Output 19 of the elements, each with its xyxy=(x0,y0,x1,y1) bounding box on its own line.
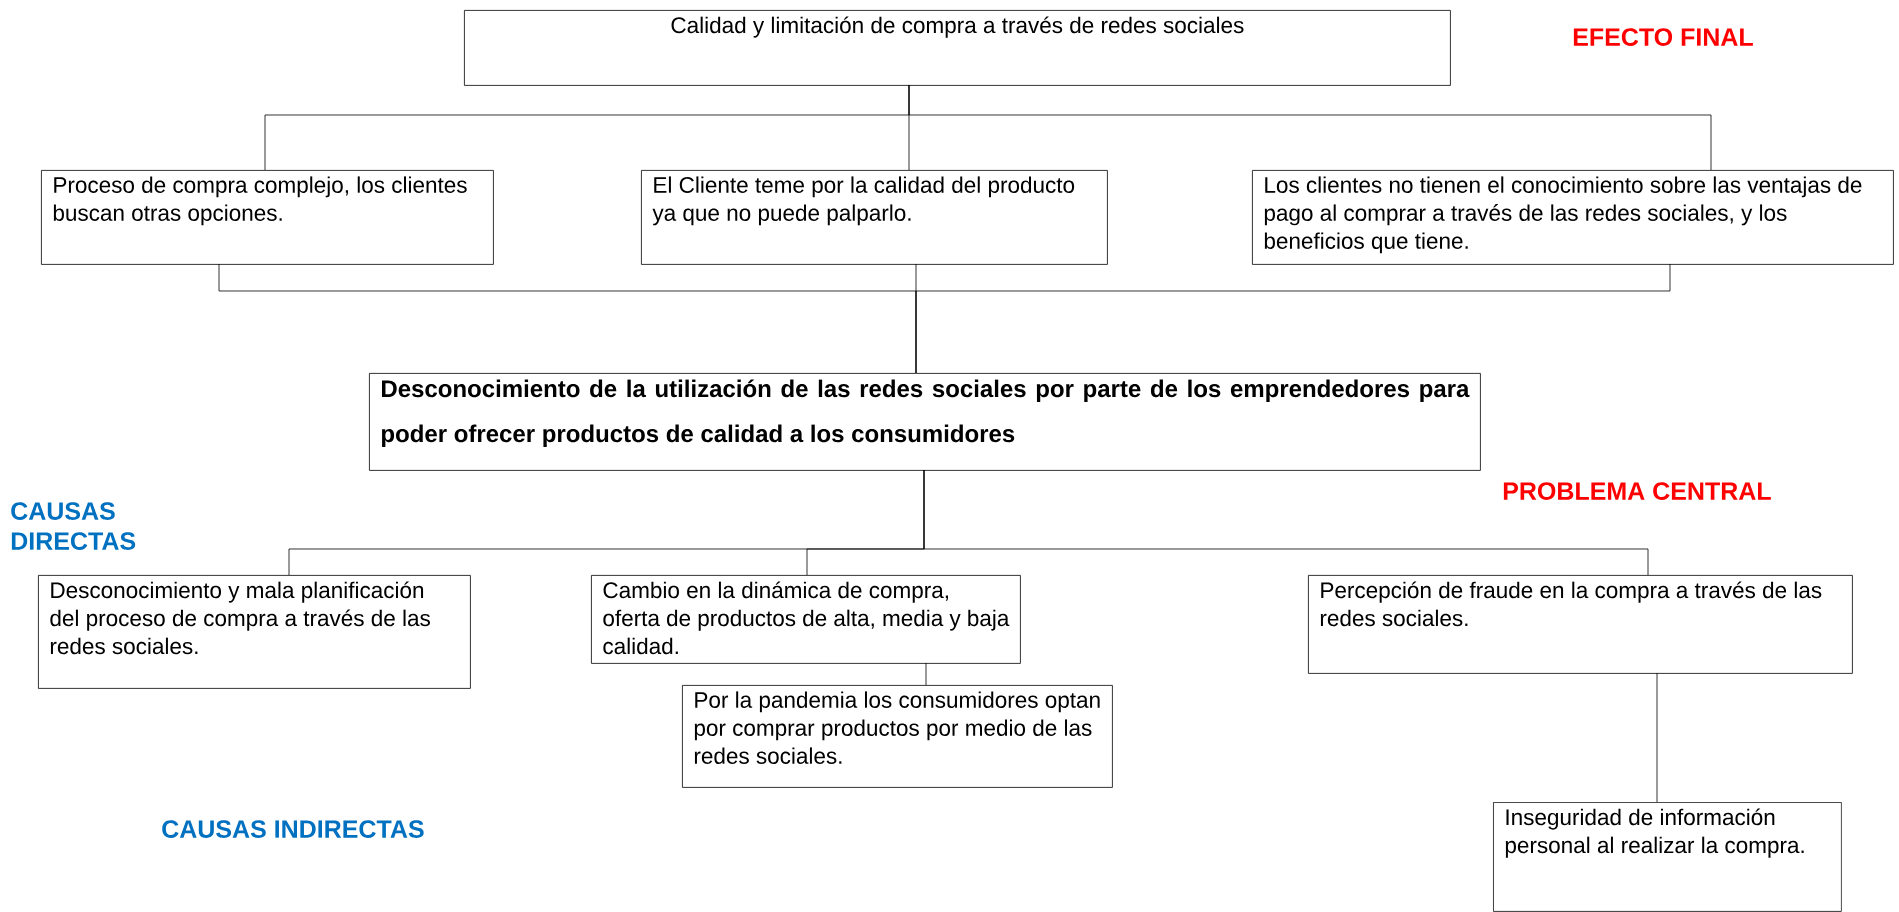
connector-line xyxy=(908,84,1712,171)
text-box: Inseguridad de información personal al realizar la compra. xyxy=(1493,802,1842,912)
connector-line xyxy=(923,469,1649,576)
section-heading: PROBLEMA CENTRAL xyxy=(1503,482,1771,500)
text-box: Desconocimiento de la utilización de las redes sociales por parte de los emprendedores para poder ofrecer productos de calidad a los consumidores xyxy=(369,373,1481,471)
text-box: El Cliente teme por la calidad del producto ya que no puede palparlo. xyxy=(641,170,1108,265)
text-box: Percepción de fraude en la compra a través de las redes sociales. xyxy=(1308,575,1853,674)
connector-line xyxy=(915,263,1671,374)
connector-line xyxy=(925,662,927,686)
section-heading: CAUSAS INDIRECTAS xyxy=(162,820,424,838)
section-heading: EFECTO FINAL xyxy=(1573,28,1753,46)
text-box: Cambio en la dinámica de compra, oferta de productos de alta, media y baja calidad. xyxy=(591,575,1021,664)
text-box: Los clientes no tienen el conocimiento sobre las ventajas de pago al comprar a través de las redes sociales, y los beneficios que tiene. xyxy=(1252,170,1894,265)
text-box: Desconocimiento y mala planificación del proceso de compra a través de las redes sociales. xyxy=(38,575,471,689)
section-heading: CAUSAS DIRECTAS xyxy=(11,502,136,550)
text-box: Proceso de compra complejo, los clientes buscan otras opciones. xyxy=(41,170,494,265)
text-box: Por la pandemia los consumidores optan por comprar productos por medio de las redes sociales. xyxy=(682,685,1113,788)
connector-line xyxy=(1656,672,1658,803)
text-box: Calidad y limitación de compra a través de redes sociales xyxy=(464,10,1451,86)
